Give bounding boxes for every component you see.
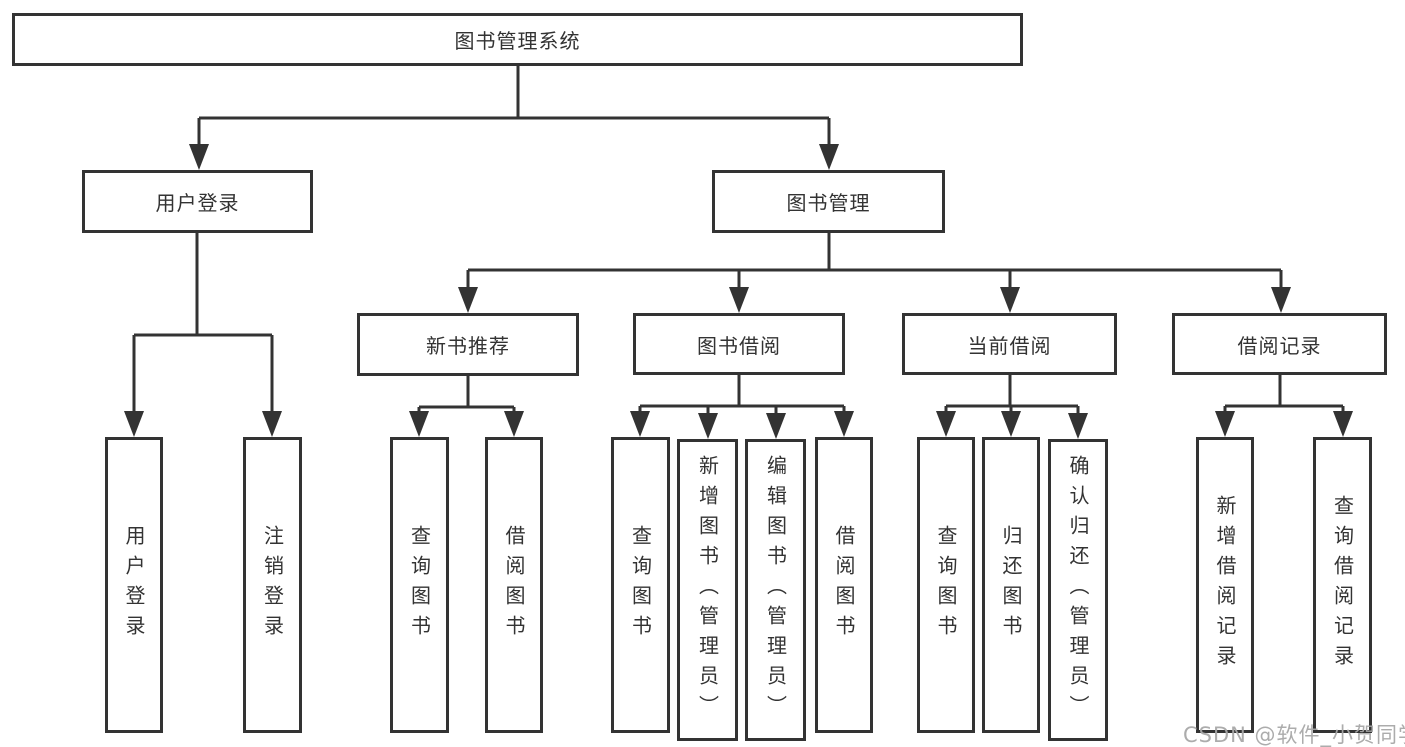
node-leaf-records-query-label: 查询借阅记录 [1330,495,1355,675]
node-current-borrow-label: 当前借阅 [967,333,1052,358]
node-leaf-borrow-query: 查询图书 [611,437,670,733]
node-book-borrow-label: 图书借阅 [697,333,781,358]
node-root: 图书管理系统 [12,13,1023,66]
node-user-login: 用户登录 [82,170,313,233]
node-leaf-newbook-query: 查询图书 [390,437,449,733]
node-leaf-borrow-edit-admin: 编辑图书（管理员） [745,439,806,741]
node-leaf-user-login-label: 用户登录 [122,525,146,645]
node-leaf-logout: 注销登录 [243,437,302,733]
node-leaf-borrow-borrow: 借阅图书 [815,437,873,733]
node-leaf-newbook-borrow: 借阅图书 [485,437,543,733]
node-leaf-user-login: 用户登录 [105,437,163,733]
node-book-borrow: 图书借阅 [633,313,845,375]
node-leaf-newbook-query-label: 查询图书 [407,525,432,645]
node-leaf-current-confirm-admin: 确认归还（管理员） [1048,439,1108,741]
node-leaf-borrow-add-admin: 新增图书（管理员） [677,439,738,741]
node-leaf-current-query: 查询图书 [917,437,975,733]
node-leaf-current-confirm-admin-label: 确认归还（管理员） [1066,455,1090,725]
node-leaf-records-add: 新增借阅记录 [1196,437,1254,733]
node-leaf-borrow-borrow-label: 借阅图书 [832,525,856,645]
node-leaf-records-query: 查询借阅记录 [1313,437,1372,733]
node-borrow-records: 借阅记录 [1172,313,1387,375]
node-borrow-records-label: 借阅记录 [1237,333,1322,358]
node-root-label: 图书管理系统 [454,29,581,53]
node-leaf-borrow-add-admin-label: 新增图书（管理员） [695,455,720,725]
node-leaf-logout-label: 注销登录 [260,525,285,645]
node-current-borrow: 当前借阅 [902,313,1117,375]
node-leaf-current-return: 归还图书 [982,437,1040,733]
csdn-watermark: CSDN @软件_小贺同学 [1183,723,1405,747]
node-leaf-borrow-edit-admin-label: 编辑图书（管理员） [763,455,788,725]
node-leaf-newbook-borrow-label: 借阅图书 [502,525,526,645]
node-book-mgmt: 图书管理 [712,170,945,233]
node-book-mgmt-label: 图书管理 [786,191,871,215]
node-leaf-borrow-query-label: 查询图书 [628,525,653,645]
node-leaf-current-return-label: 归还图书 [999,525,1023,645]
node-leaf-current-query-label: 查询图书 [934,525,958,645]
node-leaf-records-add-label: 新增借阅记录 [1213,495,1237,675]
node-user-login-label: 用户登录 [155,191,240,215]
node-new-book-rec-label: 新书推荐 [426,334,510,358]
node-new-book-rec: 新书推荐 [357,313,579,376]
